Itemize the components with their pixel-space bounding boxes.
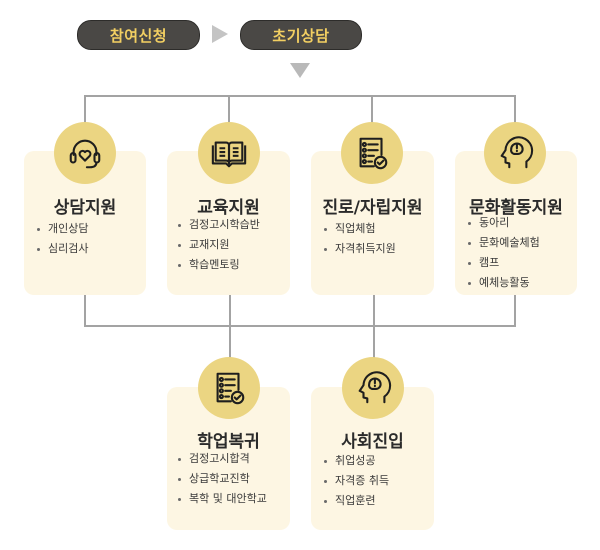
checklist-icon — [341, 122, 403, 184]
list-item: 예체능활동 — [465, 273, 540, 293]
bottom-connector-horizontal — [84, 325, 516, 327]
card-item-list: 개인상담 심리검사 — [34, 219, 88, 259]
list-item: 검정고시합격 — [175, 449, 267, 469]
card-title: 학업복귀 — [197, 432, 260, 452]
list-item: 검정고시학습반 — [175, 215, 260, 235]
top-connector-4 — [514, 95, 516, 123]
list-item: 개인상담 — [34, 219, 88, 239]
card-item-list: 동아리 문화예술체험 캠프 예체능활동 — [465, 213, 540, 293]
list-item: 학습멘토링 — [175, 255, 260, 275]
card-item-list: 검정고시합격 상급학교진학 복학 및 대안학교 — [175, 449, 267, 509]
list-item: 복학 및 대안학교 — [175, 489, 267, 509]
open-book-icon — [198, 122, 260, 184]
list-item: 직업훈련 — [321, 491, 389, 511]
list-item: 심리검사 — [34, 239, 88, 259]
triangle-right-icon — [212, 25, 228, 43]
list-item: 자격증 취득 — [321, 471, 389, 491]
card-title: 사회진입 — [341, 432, 404, 452]
support-card-career: 진로/자립지원 직업체험 자격취득지원 — [311, 151, 434, 295]
step-apply-pill: 참여신청 — [77, 20, 200, 50]
support-card-culture: 문화활동지원 동아리 문화예술체험 캠프 예체능활동 — [455, 151, 577, 295]
checklist-icon — [198, 357, 260, 419]
list-item: 직업체험 — [321, 219, 396, 239]
top-connector-2 — [228, 95, 230, 123]
card-title: 문화활동지원 — [469, 198, 563, 218]
list-item: 동아리 — [465, 213, 540, 233]
top-connector-1 — [84, 95, 86, 123]
bottom-connector-4 — [514, 294, 516, 327]
card-item-list: 취업성공 자격증 취득 직업훈련 — [321, 451, 389, 511]
card-title: 교육지원 — [197, 198, 260, 218]
list-item: 취업성공 — [321, 451, 389, 471]
head-mind-icon — [484, 122, 546, 184]
card-title: 진로/자립지원 — [322, 198, 423, 218]
list-item: 상급학교진학 — [175, 469, 267, 489]
list-item: 캠프 — [465, 253, 540, 273]
bottom-connector-1 — [84, 294, 86, 327]
list-item: 교재지원 — [175, 235, 260, 255]
head-mind-icon — [342, 357, 404, 419]
card-item-list: 직업체험 자격취득지원 — [321, 219, 396, 259]
top-connector-3 — [371, 95, 373, 123]
triangle-down-icon — [290, 63, 310, 78]
headset-heart-icon — [54, 122, 116, 184]
list-item: 문화예술체험 — [465, 233, 540, 253]
top-connector-horizontal — [84, 95, 516, 97]
card-item-list: 검정고시학습반 교재지원 학습멘토링 — [175, 215, 260, 275]
step-consult-pill: 초기상담 — [240, 20, 362, 50]
step-apply-label: 참여신청 — [109, 26, 168, 45]
step-consult-label: 초기상담 — [272, 26, 330, 45]
list-item: 자격취득지원 — [321, 239, 396, 259]
card-title: 상담지원 — [53, 198, 117, 218]
